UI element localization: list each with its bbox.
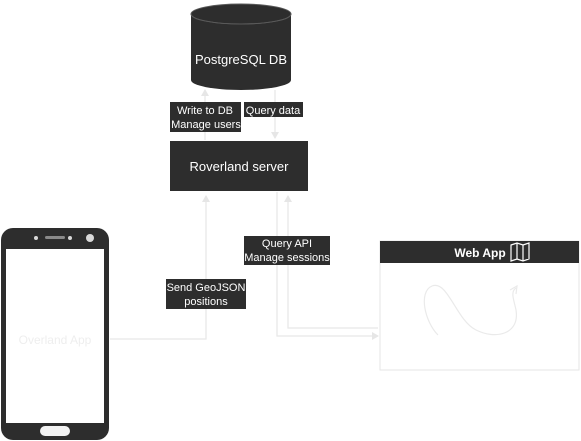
db-cylinder-body — [191, 14, 291, 90]
db-cylinder-rim — [190, 13, 292, 25]
route-sketch — [423, 284, 518, 336]
roverland-server-node[interactable]: Roverland server — [170, 141, 308, 191]
server-label: Roverland server — [190, 159, 290, 174]
edge-label-write-db: Write to DB Manage users — [170, 102, 241, 132]
edge-label-write-db-line2: Manage users — [171, 119, 241, 131]
edge-label-write-db-line1: Write to DB — [177, 105, 233, 117]
edge-label-query-api-line2: Manage sessions — [244, 252, 330, 264]
edge-label-query-data: Query data — [244, 102, 303, 117]
web-app-node[interactable]: Web App — [379, 240, 580, 371]
webapp-title: Web App — [454, 246, 505, 260]
edge-label-query-data-line1: Query data — [246, 105, 301, 117]
phone-home-button — [40, 426, 70, 436]
phone-sensor-icon-2 — [34, 236, 38, 240]
edge-label-send-geojson-line1: Send GeoJSON — [167, 282, 246, 294]
phone-speaker-icon — [45, 236, 65, 239]
edge-label-query-api: Query API Manage sessions — [244, 236, 330, 265]
connector-phone-to-server — [110, 195, 210, 340]
map-icon — [510, 242, 530, 262]
db-label: PostgreSQL DB — [195, 52, 287, 67]
edge-label-send-geojson: Send GeoJSON positions — [166, 279, 246, 309]
phone-sensor-icon — [68, 236, 72, 240]
postgresql-db-node[interactable]: PostgreSQL DB — [190, 3, 292, 90]
phone-screen — [6, 249, 104, 423]
phone-camera-icon — [86, 234, 94, 242]
overland-app-phone[interactable]: Overland App — [1, 228, 109, 440]
phone-app-label: Overland App — [19, 333, 92, 347]
edge-label-send-geojson-line2: positions — [184, 296, 228, 308]
server-box — [170, 141, 308, 191]
edge-label-query-api-line1: Query API — [262, 238, 312, 250]
